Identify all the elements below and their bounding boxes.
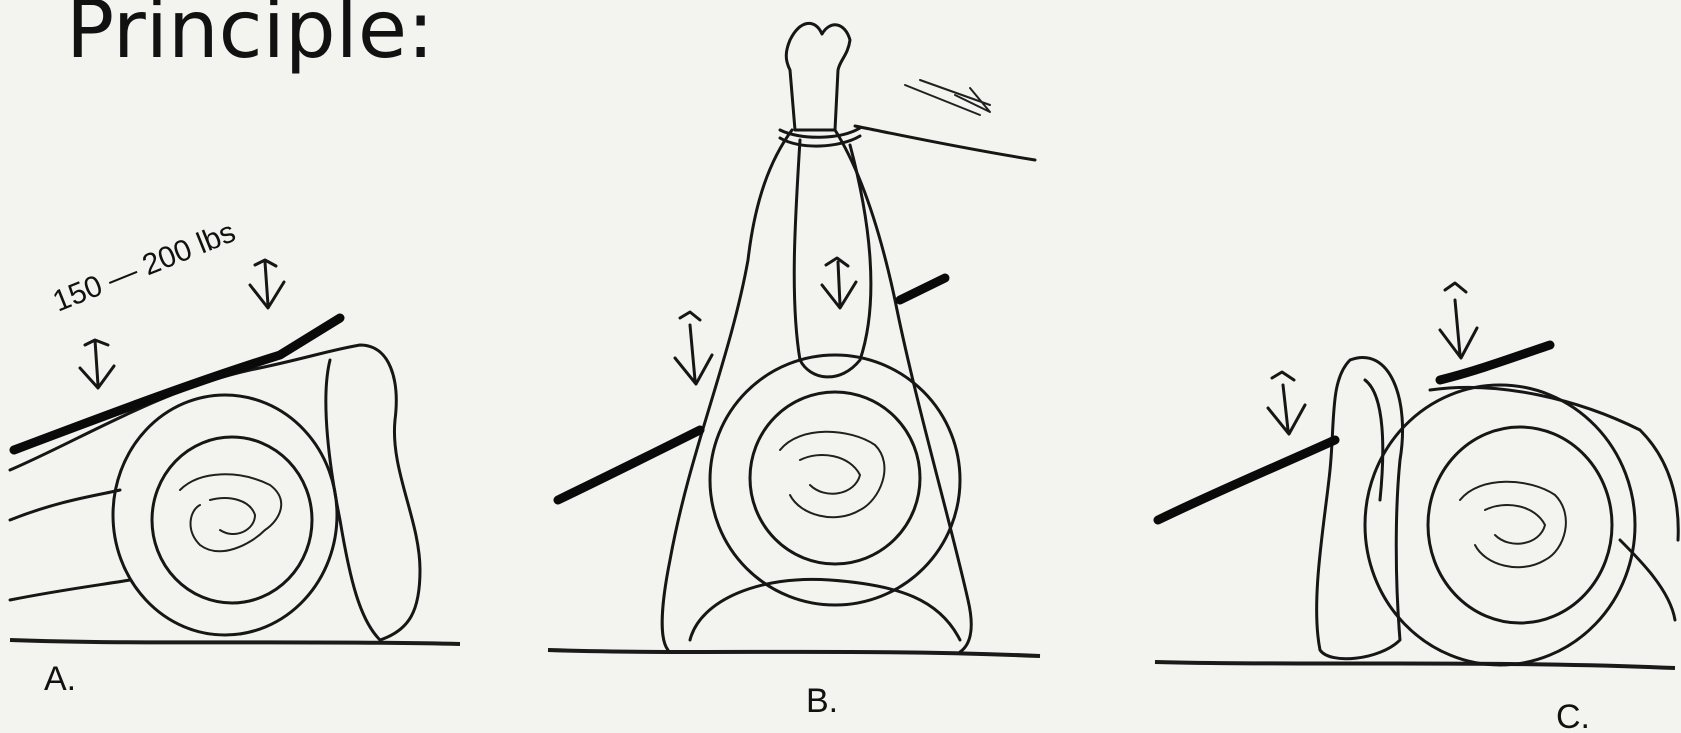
ear-contour-a [326,360,380,640]
push-rod-c-left [1158,440,1335,520]
push-rod-a [14,318,340,450]
arrow-icon [1268,372,1305,434]
arrow-icon [80,340,114,388]
force-label: 150 — 200 lbs [48,215,240,318]
inner-globe-a [152,437,312,603]
lid-loop-c [1317,358,1403,659]
panel-label-c: C. [1556,698,1590,733]
ground-line-c [1155,662,1675,668]
arrow-icon [250,260,284,308]
bottom-tissue-b [690,579,960,640]
panel-b: B. [548,23,1040,720]
panel-a: 150 — 200 lbs A. [10,215,460,698]
tissue-left-b [662,130,792,650]
bone-top-b [786,23,850,130]
pull-arrow-icon [905,80,990,115]
inner-globe-c [1428,427,1612,623]
inner-globe-b [750,392,920,564]
tissue-right-c [1430,387,1678,620]
tissue-right-b [835,130,971,652]
arrow-icon [1440,283,1477,358]
globe-folds-a [180,474,281,551]
panel-label-b: B. [806,682,838,720]
push-rod-b-right [900,278,945,300]
arrow-icon [675,312,712,384]
outer-ring-c [1365,385,1635,665]
panel-c: C. [1155,283,1678,733]
arrow-icon [822,258,856,308]
globe-folds-b [780,432,884,517]
lid-inner-c [1365,380,1383,500]
outer-ring-a [113,395,337,635]
panel-label-a: A. [44,660,76,698]
ground-line-b [548,650,1040,656]
ground-line-a [10,640,460,644]
push-rod-b-left [558,430,700,500]
body-contour-a [10,345,420,640]
globe-folds-c [1460,482,1566,567]
pull-cord-b [855,126,1035,160]
